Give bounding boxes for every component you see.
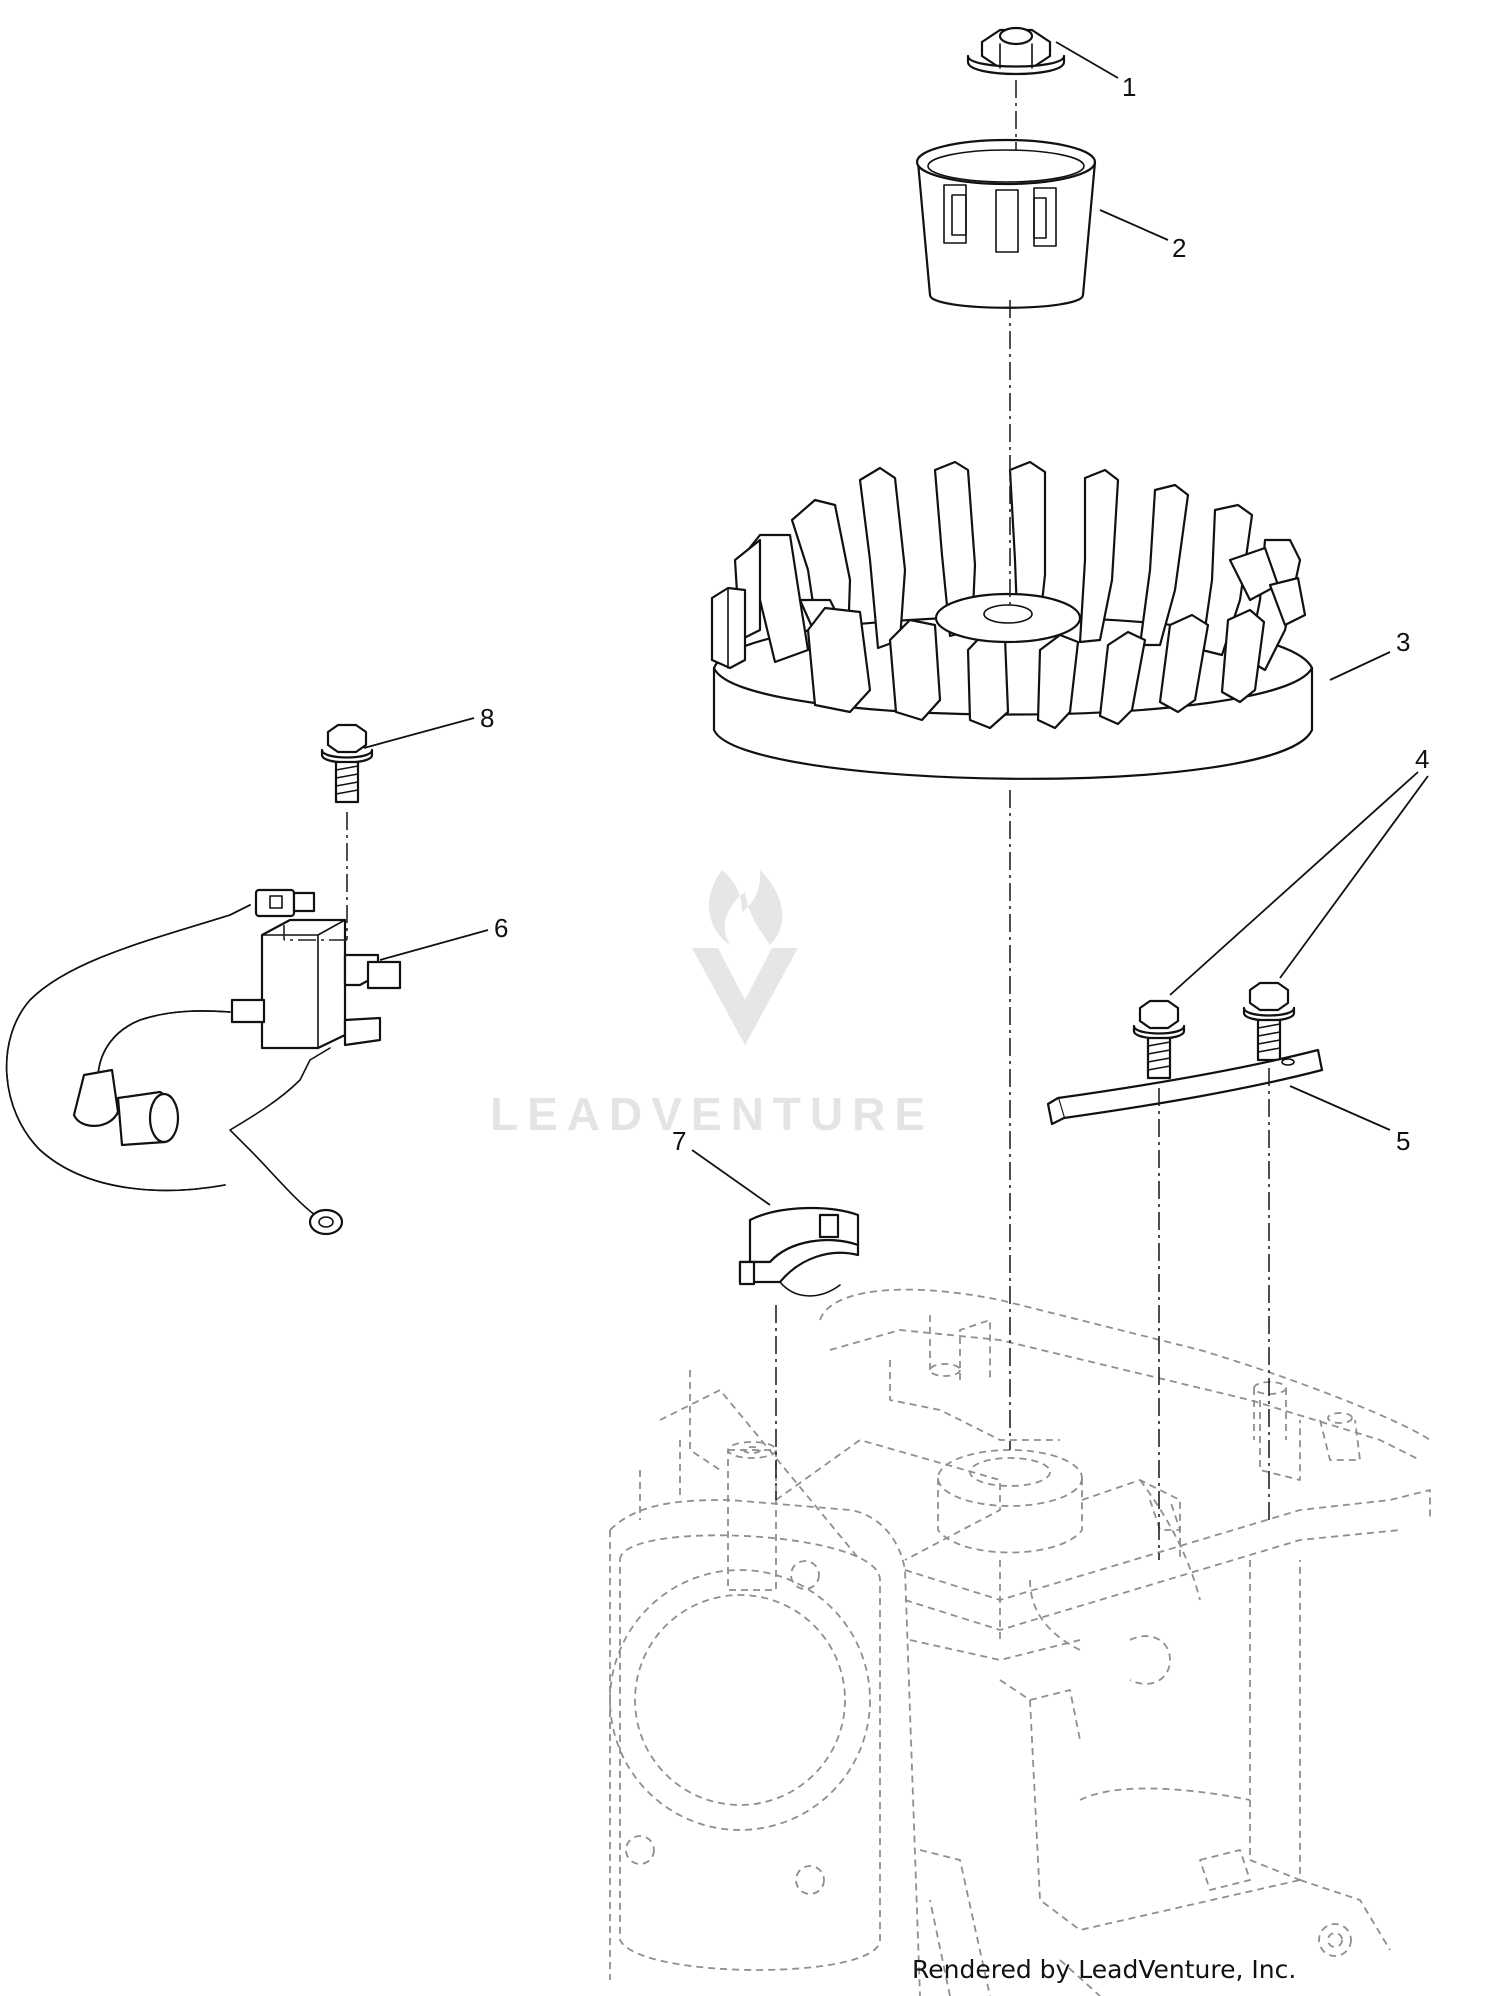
callout-4: 4 [1415,744,1429,774]
leader-lines [363,41,1429,1206]
part-7-key [738,1206,860,1297]
part-6-ignition-coil [5,888,402,1236]
part-5-strip [1046,1048,1324,1126]
flame-logo-icon [692,870,798,1045]
engine-block-ghost [609,1288,1431,1996]
callout-1: 1 [1122,72,1136,102]
watermark-text: LEADVENTURE [490,1088,934,1140]
assembly-axis-lines [283,80,1270,1560]
part-8-bolt [320,723,374,804]
part-1-flange-nut [966,26,1066,76]
callout-labels: 1 2 3 4 5 6 7 8 [480,72,1429,1156]
part-3-flywheel [710,460,1314,780]
part-4-bolts [1132,981,1296,1080]
part-2-starter-cup [915,138,1097,309]
callout-2: 2 [1172,233,1186,263]
callout-3: 3 [1396,627,1410,657]
callout-6: 6 [494,913,508,943]
callout-5: 5 [1396,1126,1410,1156]
callout-7: 7 [672,1126,686,1156]
callout-8: 8 [480,703,494,733]
leadventure-watermark: LEADVENTURE [490,870,934,1140]
render-credit: Rendered by LeadVenture, Inc. [912,1955,1296,1984]
